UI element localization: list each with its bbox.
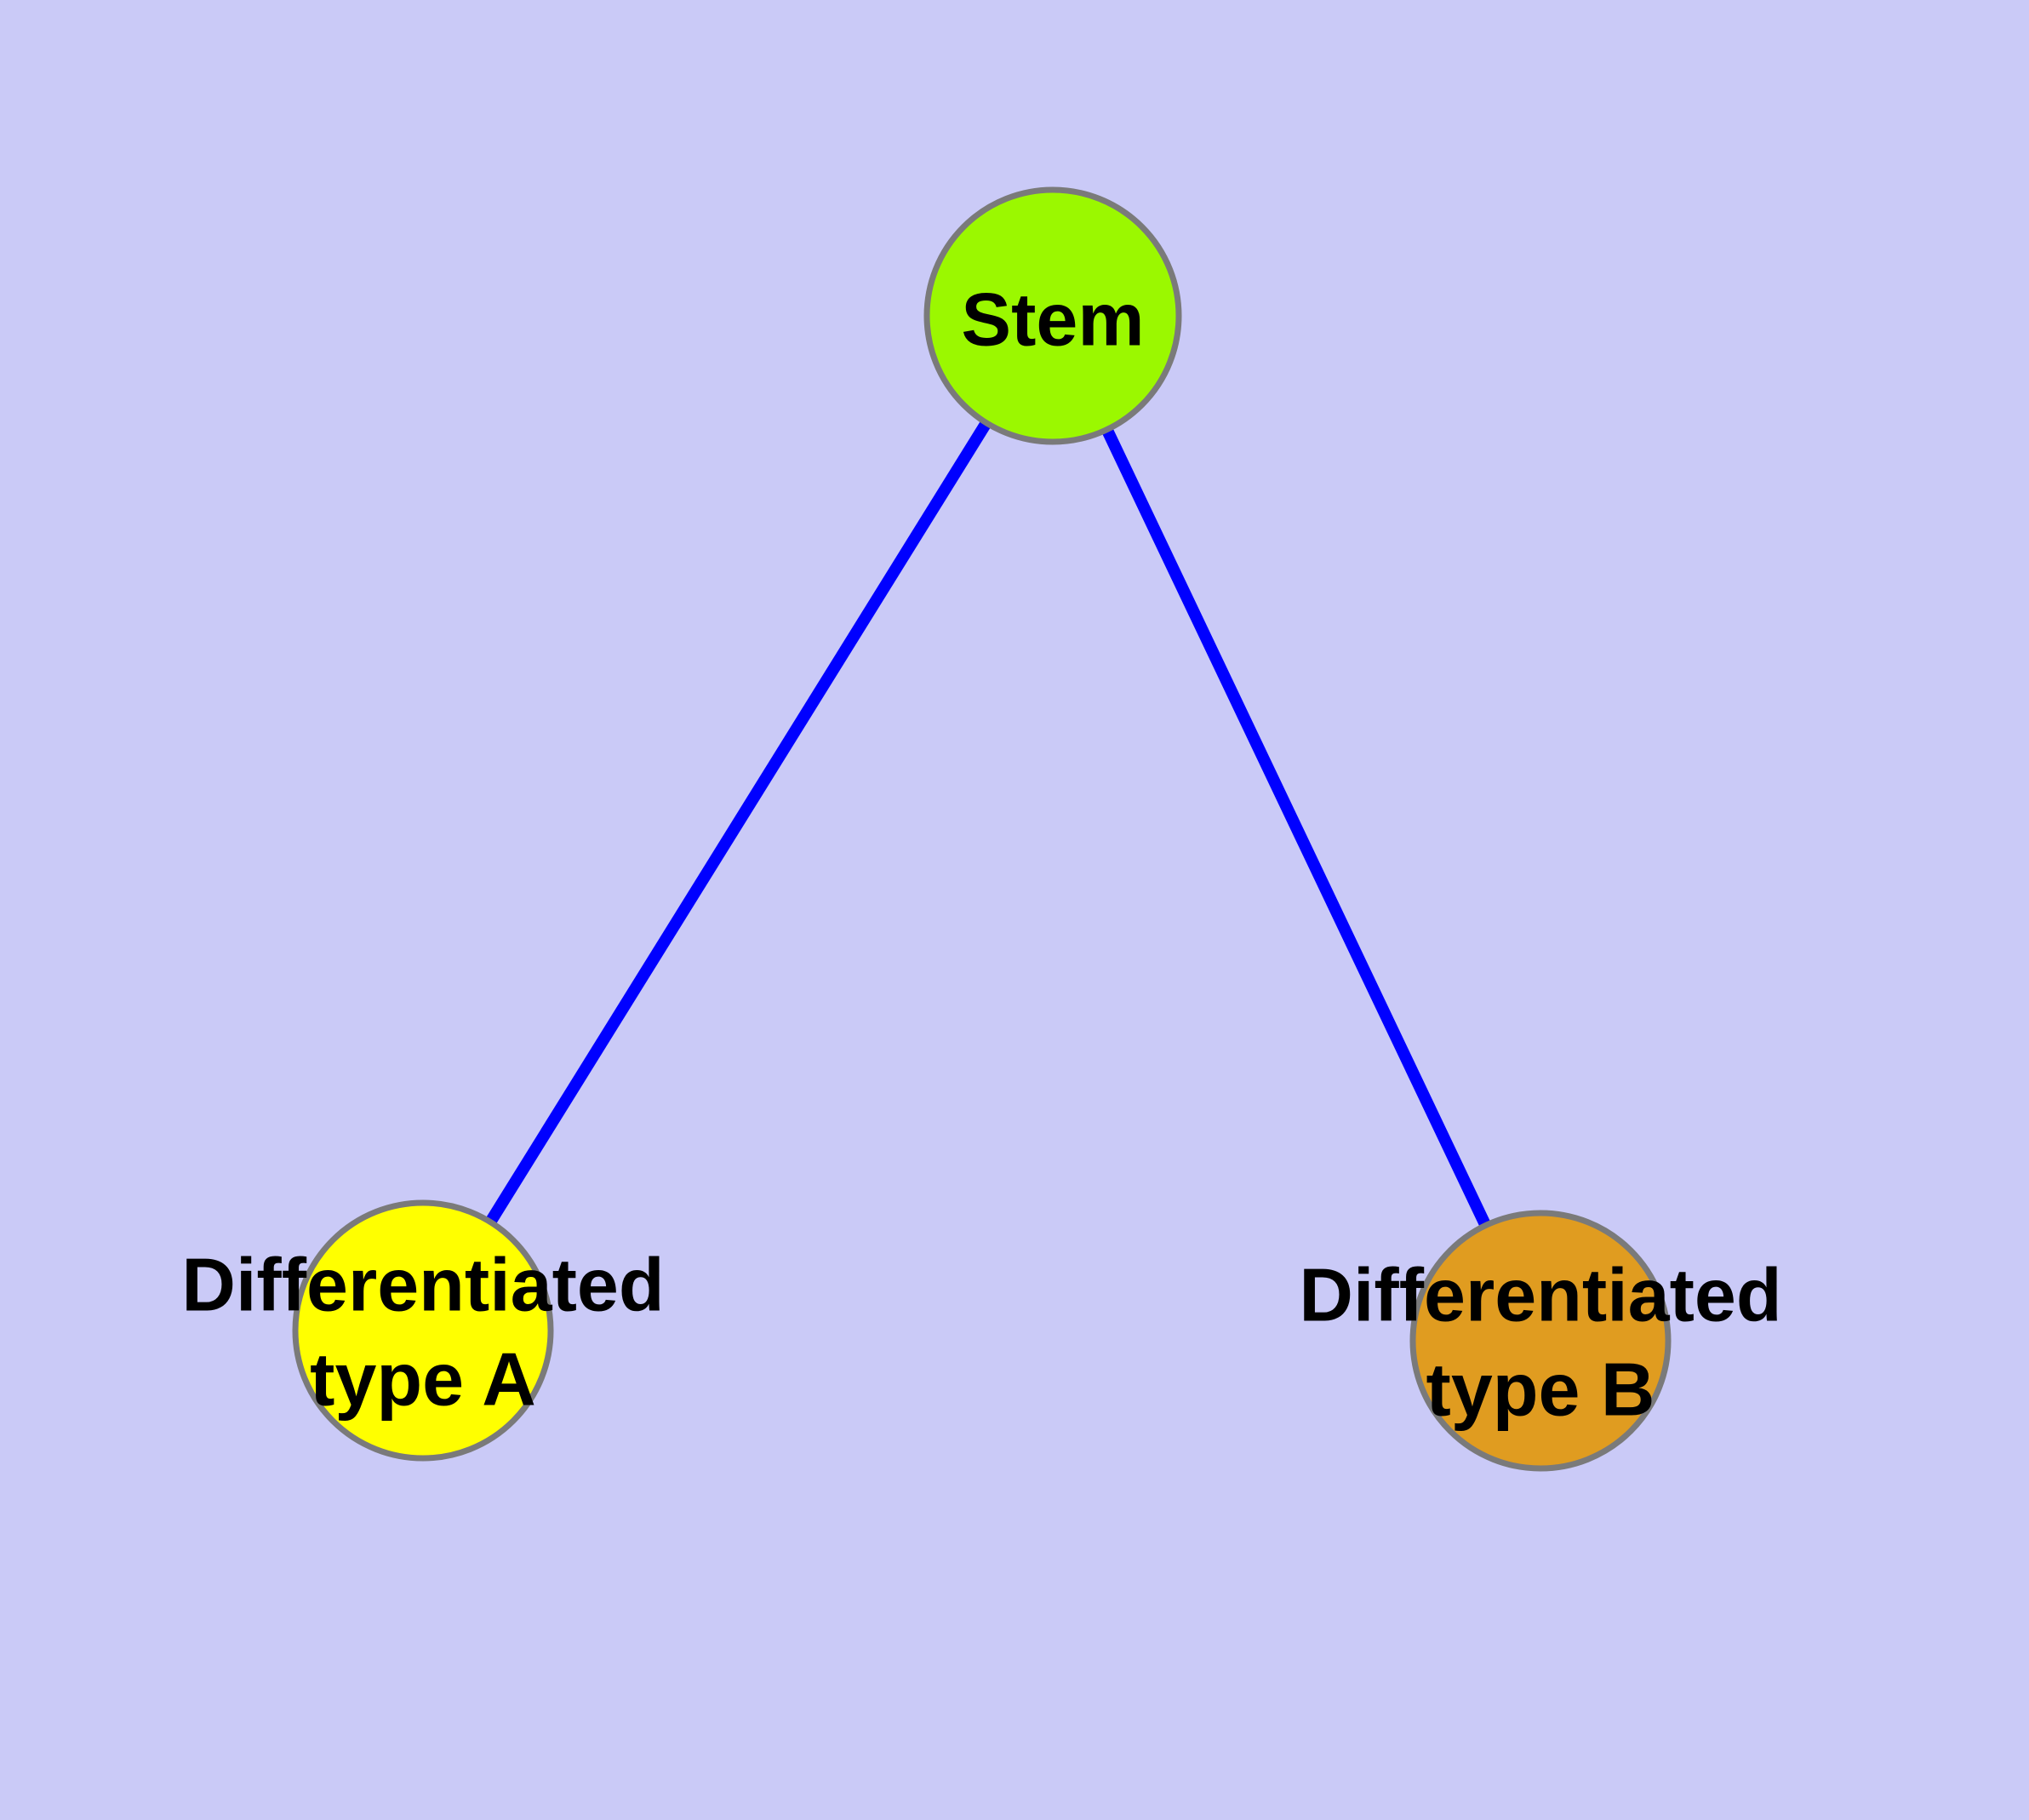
node-stem: Stem <box>923 186 1182 445</box>
edge-group <box>418 312 1546 1344</box>
node-group: Stem Differentiated type A Differentiate… <box>181 186 1782 1472</box>
node-differentiated-type-a: Differentiated type A <box>181 1199 665 1462</box>
node-stem-label: Stem <box>961 278 1144 362</box>
edge-stem-to-differentiated-type-b <box>1047 312 1546 1344</box>
node-differentiated-type-a-label-line2: type A <box>310 1337 536 1422</box>
node-differentiated-type-b-circle <box>1409 1210 1672 1472</box>
node-differentiated-type-b-label-line1: Differentiated <box>1299 1253 1781 1337</box>
edge-stem-to-differentiated-type-a <box>418 312 1058 1334</box>
node-stem-circle <box>923 186 1182 445</box>
node-differentiated-type-a-label-line1: Differentiated <box>181 1243 664 1327</box>
node-differentiated-type-a-circle <box>292 1199 554 1462</box>
node-differentiated-type-b-label-line2: type B <box>1426 1348 1655 1432</box>
node-differentiated-type-b: Differentiated type B <box>1299 1210 1782 1472</box>
